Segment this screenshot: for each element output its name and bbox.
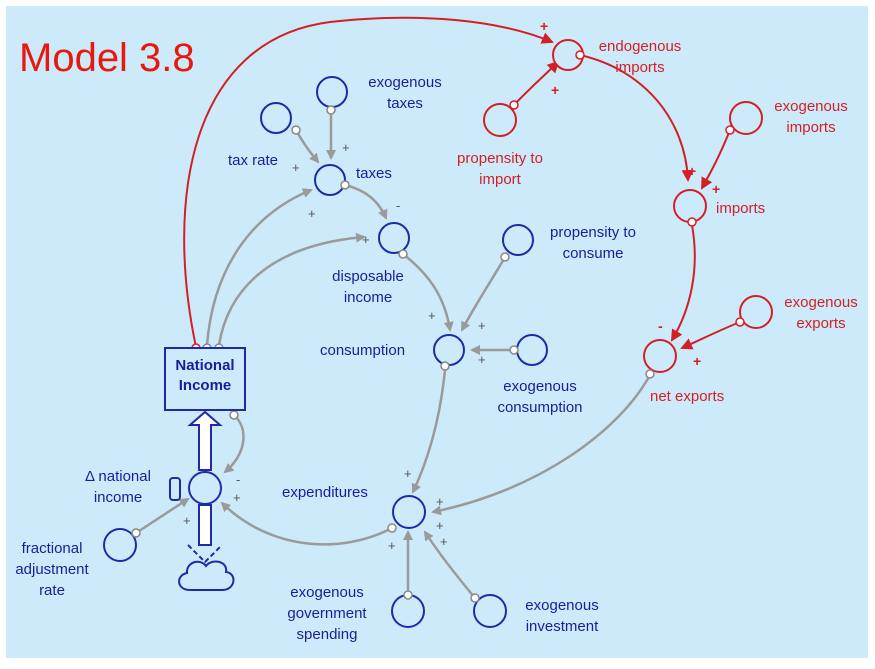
svg-text:+: + <box>308 206 316 221</box>
svg-text:+: + <box>540 18 548 34</box>
node-delta-national-income <box>188 471 222 505</box>
label-exogenous-government-spending: exogenous government spending <box>287 584 367 643</box>
label-exogenous-imports: exogenous imports <box>774 98 848 136</box>
label-fractional-adjustment-rate: fractional adjustment rate <box>15 540 89 599</box>
svg-text:+: + <box>551 82 559 98</box>
node-propensity-to-consume <box>502 224 534 256</box>
svg-text:+: + <box>183 513 191 528</box>
link-investment-expenditures <box>423 530 476 599</box>
node-tax-rate <box>260 102 292 134</box>
svg-text:+: + <box>478 352 486 367</box>
svg-text:-: - <box>658 318 663 334</box>
model-title: Model 3.8 <box>19 36 195 80</box>
svg-text:+: + <box>292 160 300 175</box>
valve-handle <box>169 477 181 501</box>
svg-text:+: + <box>428 308 436 323</box>
link-netexports-expenditures <box>431 374 652 516</box>
label-propensity-to-consume: propensity to consume <box>550 224 636 262</box>
link-imports-netexports <box>670 224 696 342</box>
svg-text:+: + <box>404 466 412 481</box>
link-income-taxes <box>205 188 313 346</box>
link-disposable-consumption <box>402 253 454 332</box>
node-exogenous-government-spending <box>391 594 425 628</box>
svg-text:+: + <box>693 353 701 369</box>
node-disposable-income <box>378 222 410 254</box>
link-endoimports-imports <box>579 54 694 182</box>
node-exogenous-taxes <box>316 76 348 108</box>
node-exogenous-consumption <box>516 334 548 366</box>
import-nodes <box>483 39 773 373</box>
label-tax-rate: tax rate <box>228 152 279 169</box>
svg-text:+: + <box>362 232 370 247</box>
node-expenditures <box>392 495 426 529</box>
svg-text:+: + <box>388 538 396 553</box>
red-connector-dots <box>191 50 745 353</box>
label-endogenous-imports: endogenous imports <box>598 38 682 76</box>
link-income-endoimports <box>183 16 554 348</box>
link-exoimports-imports <box>701 129 731 190</box>
inflow-pipe <box>169 410 223 564</box>
label-taxes: taxes <box>356 165 392 182</box>
node-exogenous-investment <box>473 594 507 628</box>
label-imports: imports <box>716 200 766 217</box>
svg-text:+: + <box>440 534 448 549</box>
link-taxes-disposable <box>344 183 388 220</box>
svg-text:+: + <box>436 494 444 509</box>
label-exogenous-investment: exogenous investment <box>525 597 599 635</box>
svg-text:+: + <box>478 318 486 333</box>
node-net-exports <box>643 339 677 373</box>
red-polarity-signs: + + + + - + <box>540 18 720 369</box>
svg-text:+: + <box>233 490 241 505</box>
label-national-income: National Income <box>175 357 235 394</box>
polarity-signs: + + + - + + + + + + + + + - + + <box>183 140 486 553</box>
cloud-source <box>178 560 235 591</box>
label-delta-national-income: Δ national income <box>85 468 151 506</box>
auxiliary-nodes <box>103 76 548 628</box>
import-export-links <box>183 16 741 350</box>
label-exogenous-consumption: exogenous consumption <box>497 378 583 416</box>
link-income-disposable <box>217 232 366 346</box>
label-disposable-income: disposable income <box>332 268 404 306</box>
link-propensity-endoimports <box>513 60 560 106</box>
label-exogenous-exports: exogenous exports <box>784 294 858 332</box>
svg-text:-: - <box>396 198 400 213</box>
stock-national-income <box>164 347 246 411</box>
node-taxes <box>314 164 346 196</box>
node-fractional-adjustment-rate <box>103 528 137 562</box>
node-propensity-to-import <box>483 103 517 137</box>
link-consumption-expenditures <box>411 369 447 494</box>
svg-text:+: + <box>436 518 444 533</box>
svg-text:+: + <box>342 140 350 155</box>
link-exoexports-netexports <box>680 321 741 350</box>
link-expenditures-delta <box>220 501 393 546</box>
svg-text:-: - <box>236 472 240 487</box>
link-fraction-delta <box>135 497 190 535</box>
svg-text:+: + <box>712 181 720 197</box>
node-consumption <box>433 334 465 366</box>
label-net-exports: net exports <box>650 388 725 405</box>
label-expenditures: expenditures <box>282 484 368 501</box>
svg-text:+: + <box>688 163 696 179</box>
causal-links <box>135 110 652 599</box>
link-propensity-consumption <box>460 256 507 332</box>
node-exogenous-exports <box>739 295 773 329</box>
node-exogenous-imports <box>729 101 763 135</box>
link-income-delta <box>223 414 245 474</box>
label-consumption: consumption <box>320 342 406 359</box>
label-exogenous-taxes: exogenous taxes <box>368 74 442 112</box>
node-imports <box>673 189 707 223</box>
label-propensity-to-import: propensity to import <box>457 150 543 188</box>
